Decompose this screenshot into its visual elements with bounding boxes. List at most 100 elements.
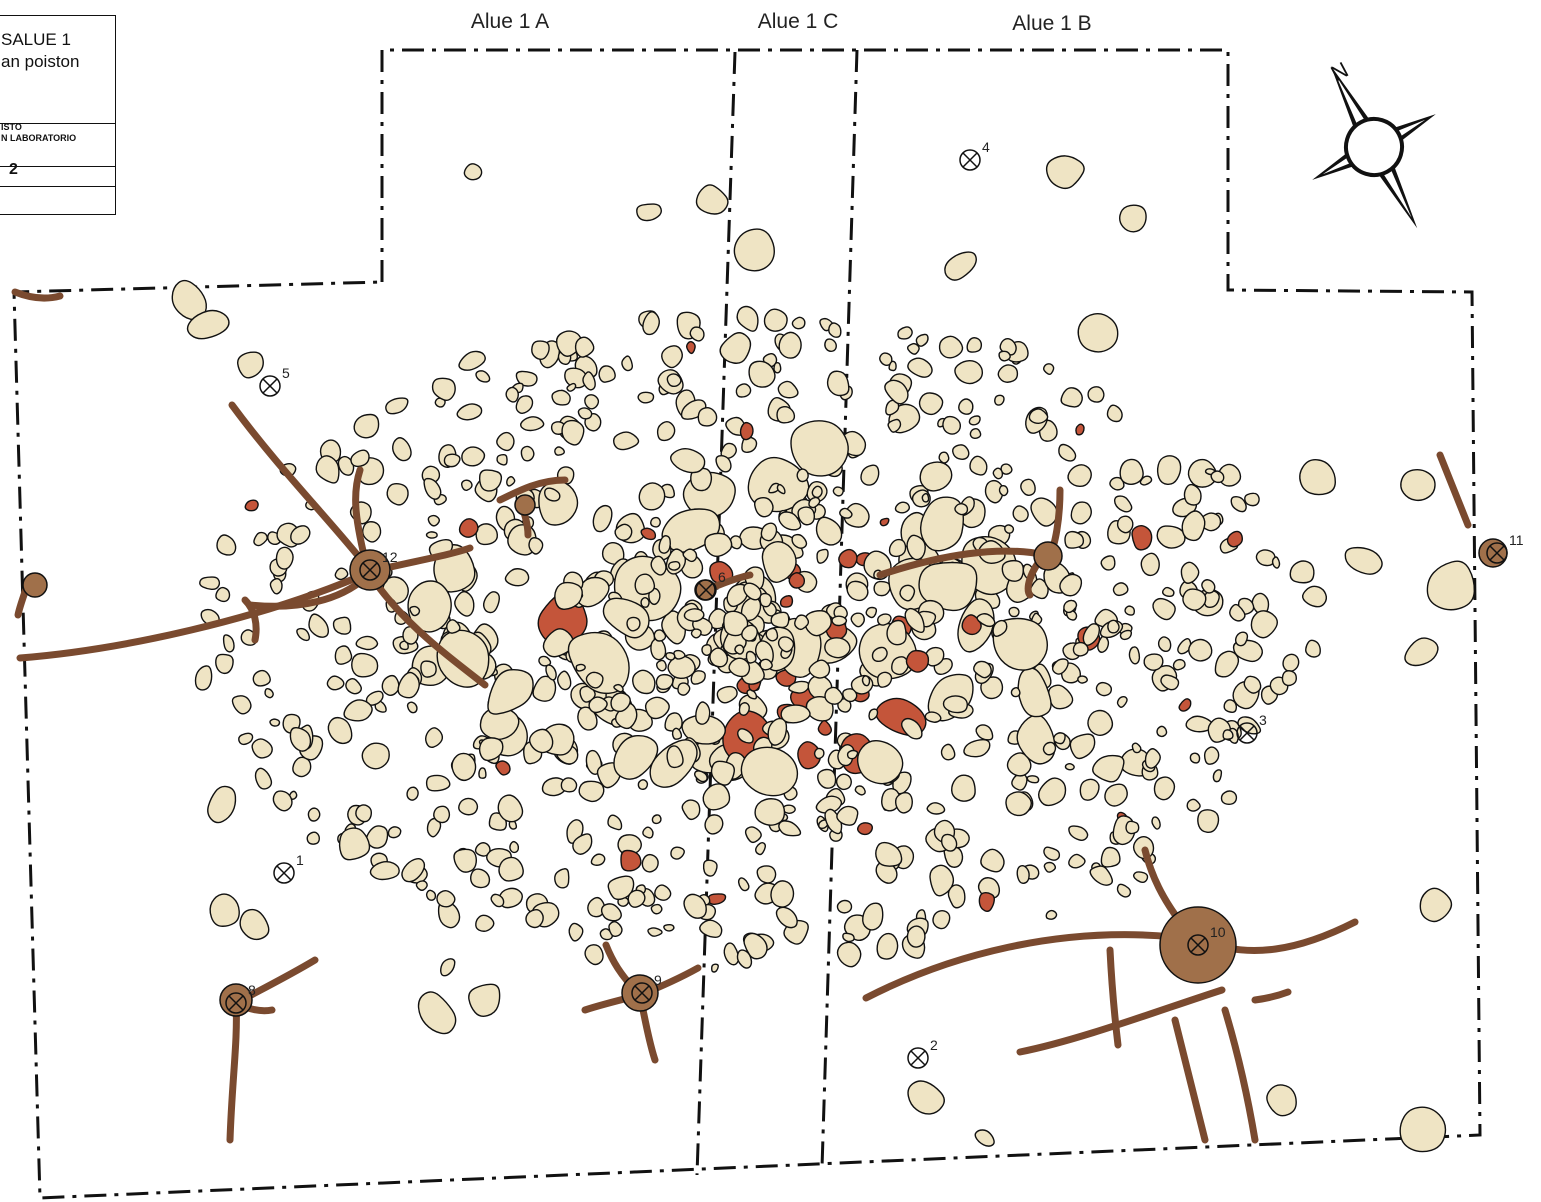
stone-909 bbox=[186, 309, 230, 340]
stone-504 bbox=[1063, 599, 1078, 614]
stone-319 bbox=[975, 724, 994, 741]
title-block-blank-row bbox=[0, 186, 115, 216]
stone-167 bbox=[1289, 560, 1315, 584]
stone-663 bbox=[1028, 408, 1049, 425]
stone-232 bbox=[1212, 769, 1223, 783]
stone-63 bbox=[554, 446, 565, 456]
root-1 bbox=[228, 401, 372, 572]
stone-830 bbox=[790, 420, 849, 477]
stone-492 bbox=[387, 826, 402, 839]
stone-852 bbox=[350, 449, 370, 468]
stone-363 bbox=[637, 779, 649, 791]
stone-717 bbox=[951, 444, 970, 460]
stone-858 bbox=[627, 889, 646, 908]
stone-523 bbox=[777, 380, 799, 399]
stone-865 bbox=[433, 805, 451, 824]
stone-769 bbox=[778, 511, 802, 531]
root-19 bbox=[1436, 451, 1472, 529]
tree-stump-7 bbox=[22, 572, 48, 598]
stone-423 bbox=[1087, 709, 1114, 736]
title-block: SALUE 1 an poiston ISTO N LABORATORIO 2 bbox=[0, 15, 116, 215]
stone-824 bbox=[770, 880, 795, 908]
stone-778 bbox=[954, 503, 969, 516]
stone-662 bbox=[968, 415, 981, 426]
stone-42 bbox=[943, 845, 964, 868]
stone-759 bbox=[482, 591, 501, 614]
title-block-title: SALUE 1 an poiston bbox=[0, 16, 115, 124]
stone-827 bbox=[453, 848, 478, 873]
stone-675 bbox=[667, 655, 696, 680]
stone-650 bbox=[1151, 816, 1161, 830]
stone-482 bbox=[1077, 675, 1088, 684]
stone-337 bbox=[585, 749, 603, 776]
stone-253 bbox=[958, 398, 974, 415]
stone-599 bbox=[1161, 586, 1175, 598]
stone-738 bbox=[904, 607, 925, 634]
burnt-stone-739 bbox=[620, 849, 642, 872]
stone-614 bbox=[443, 453, 461, 468]
stone-718 bbox=[734, 644, 745, 655]
stone-585 bbox=[761, 540, 797, 584]
stone-layer bbox=[171, 155, 1476, 1153]
stone-296 bbox=[334, 567, 349, 581]
stone-640 bbox=[531, 340, 550, 361]
stone-475 bbox=[925, 646, 945, 667]
stone-215 bbox=[1079, 778, 1100, 801]
sample-point-marker-icon bbox=[259, 375, 281, 397]
root-14 bbox=[1016, 986, 1226, 1056]
stone-570 bbox=[538, 480, 579, 526]
stone-260 bbox=[454, 590, 475, 617]
root-15 bbox=[1106, 946, 1122, 1049]
stone-181 bbox=[520, 445, 535, 462]
stone-772 bbox=[315, 455, 340, 484]
stone-645 bbox=[1140, 552, 1160, 577]
stone-277 bbox=[711, 963, 719, 973]
stone-891 bbox=[942, 415, 962, 435]
stone-927 bbox=[468, 983, 501, 1017]
stone-224 bbox=[1100, 846, 1121, 868]
stone-746 bbox=[1223, 699, 1238, 713]
sample-point-marker-icon bbox=[359, 559, 381, 581]
stone-525 bbox=[415, 880, 428, 891]
stone-700 bbox=[776, 405, 796, 424]
stone-157 bbox=[768, 482, 780, 494]
stone-54 bbox=[381, 674, 400, 697]
stone-338 bbox=[1116, 883, 1132, 898]
stone-683 bbox=[478, 469, 503, 492]
stone-836 bbox=[704, 532, 733, 558]
north-arrow-icon bbox=[1312, 65, 1436, 229]
stone-714 bbox=[765, 627, 779, 642]
stone-241 bbox=[577, 706, 598, 731]
org-line-1: ISTO bbox=[1, 122, 22, 132]
stone-259 bbox=[697, 407, 718, 427]
stone-506 bbox=[797, 506, 816, 526]
stone-461 bbox=[1058, 443, 1077, 462]
stone-428 bbox=[973, 660, 992, 679]
stone-424 bbox=[496, 453, 508, 466]
stone-904 bbox=[944, 251, 977, 281]
stone-828 bbox=[386, 483, 409, 506]
burnt-stone-233 bbox=[1075, 423, 1085, 436]
tree-stump-8 bbox=[514, 494, 536, 516]
stone-38 bbox=[907, 357, 933, 378]
sample-point-1: 1 bbox=[273, 852, 304, 884]
stone-888 bbox=[894, 791, 913, 814]
stone-147 bbox=[216, 534, 237, 556]
root-layer bbox=[11, 288, 1508, 1144]
stone-855 bbox=[963, 738, 991, 758]
stone-628 bbox=[1305, 639, 1321, 658]
stone-666 bbox=[1043, 861, 1057, 873]
stone-915 bbox=[338, 827, 371, 861]
stone-844 bbox=[828, 322, 842, 338]
stone-517 bbox=[690, 628, 702, 639]
stone-511 bbox=[644, 696, 670, 720]
stone-817 bbox=[683, 893, 707, 919]
stone-7 bbox=[515, 370, 538, 387]
stone-572 bbox=[716, 685, 738, 704]
stone-779 bbox=[361, 521, 382, 543]
stone-464 bbox=[695, 701, 711, 725]
stone-433 bbox=[813, 747, 825, 760]
stone-113 bbox=[434, 397, 446, 408]
stone-327 bbox=[1042, 741, 1057, 756]
stone-308 bbox=[921, 492, 930, 503]
